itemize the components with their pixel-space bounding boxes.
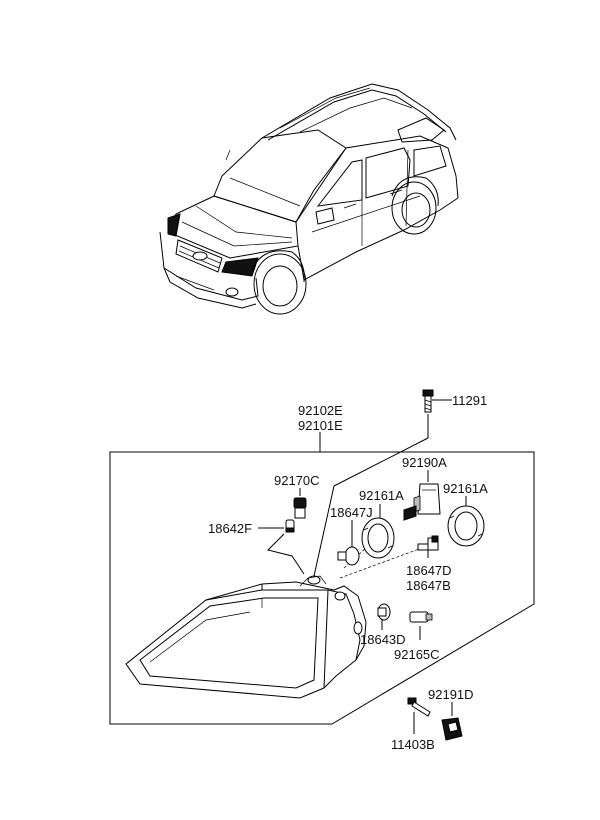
vehicle-illustration [159,83,459,315]
assembly-frame [109,451,535,725]
label-18647J: 18647J [330,505,373,520]
ring-92161A-right [447,505,485,547]
screw-11403B [407,697,431,717]
label-92165C: 92165C [394,647,440,662]
label-92190A: 92190A [402,455,447,470]
socket-92165C [409,611,433,623]
label-92161A-left: 92161A [359,488,404,503]
label-18647B: 18647B [406,578,451,593]
label-92191D: 92191D [428,687,474,702]
label-11291: 11291 [452,393,487,408]
bolt-11291 [422,389,434,413]
bulb-18643D [377,603,391,621]
label-18642F: 18642F [208,521,252,536]
label-11403B: 11403B [391,737,435,752]
label-92101E: 92101E [298,418,343,433]
label-18647D: 18647D [406,563,452,578]
bulb-18647J [337,546,360,566]
bulb-18642F [285,519,295,533]
label-92170C: 92170C [274,473,320,488]
label-18643D: 18643D [360,632,406,647]
clip-92191D [441,717,463,741]
label-92102E: 92102E [298,403,343,418]
socket-92190A [403,483,441,521]
ring-92161A-left [361,517,395,559]
cap-92170C [293,497,307,519]
headlamp-housing [125,575,367,699]
bulb-18647D [417,535,439,551]
label-92161A-right: 92161A [443,481,488,496]
